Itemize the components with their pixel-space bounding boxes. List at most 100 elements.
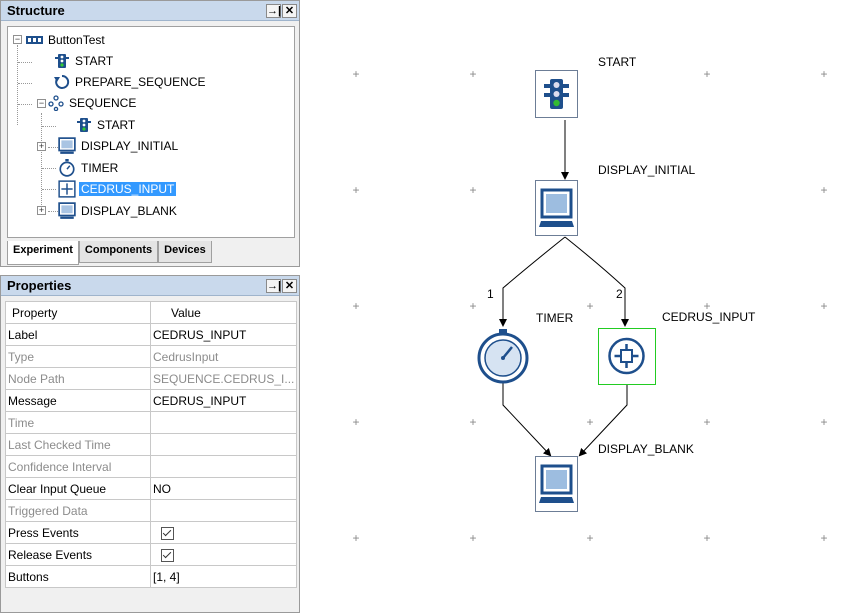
tree-item-label: START [97,118,136,132]
tree-item-sequence[interactable]: SEQUENCE [48,94,138,112]
node-label-display-blank: DISPLAY_BLANK [598,442,694,456]
grid-marker: + [703,67,711,81]
node-display-blank[interactable] [535,456,578,512]
grid-marker: + [703,415,711,429]
tree-item-start[interactable]: START [76,116,137,134]
loop-arrow-icon [54,74,70,89]
node-cedrus-input[interactable] [598,328,656,385]
tree-collapse-toggle[interactable]: − [37,98,46,108]
table-row[interactable]: Message CEDRUS_INPUT [5,389,297,412]
pin-icon[interactable]: →| [266,3,282,18]
tree-item-display-blank[interactable]: DISPLAY_BLANK [58,202,179,220]
property-time: Time [5,411,151,434]
tree-item-display-initial[interactable]: DISPLAY_INITIAL [58,137,180,155]
traffic-light-icon [544,79,569,109]
tree-item-cedrus-input[interactable]: CEDRUS_INPUT [58,180,177,198]
node-timer[interactable] [472,328,534,384]
sequence-icon [48,95,64,111]
grid-marker: + [352,299,360,313]
tree-collapse-toggle[interactable]: − [13,34,22,44]
property-type: Type [5,345,151,368]
tab-experiment[interactable]: Experiment [7,241,79,265]
tree-item-start[interactable]: START [54,52,115,70]
grid-marker: + [352,67,360,81]
pin-icon[interactable]: →| [266,278,282,293]
property-press-events: Press Events [5,521,151,544]
column-header-value[interactable]: Value [150,301,297,324]
property-value [150,499,297,522]
property-value[interactable]: NO [150,477,297,500]
node-label-start: START [598,55,637,69]
traffic-light-icon [55,54,69,68]
properties-panel: Properties →| ✕ Property Value Label CED… [0,275,300,613]
table-row[interactable]: Release Events [5,543,297,566]
property-value [150,411,297,434]
property-buttons: Buttons [5,565,151,588]
display-icon [539,464,574,503]
table-row: Triggered Data [5,499,297,522]
properties-panel-header: Properties →| ✕ [1,276,299,296]
cedrus-input-icon [608,337,645,375]
experiment-tree[interactable]: − − + + ButtonTest START PREPARE_SEQUEN [7,26,295,238]
table-row[interactable]: Press Events [5,521,297,544]
grid-marker: + [820,67,828,81]
table-row[interactable]: Buttons [1, 4] [5,565,297,588]
grid-marker: + [352,183,360,197]
structure-panel-header: Structure →| ✕ [1,1,299,21]
grid-marker: + [586,299,594,313]
tree-expand-toggle[interactable]: + [37,141,46,151]
node-start[interactable] [535,70,578,118]
table-row: Node Path SEQUENCE.CEDRUS_I... [5,367,297,390]
tree-item-buttontest[interactable]: ButtonTest [25,31,107,49]
property-triggered-data: Triggered Data [5,499,151,522]
tree-item-timer[interactable]: TIMER [58,159,120,177]
grid-marker: + [469,531,477,545]
table-row[interactable]: Label CEDRUS_INPUT [5,323,297,346]
tree-item-label: DISPLAY_BLANK [81,204,177,218]
display-icon [539,188,574,227]
press-events-checkbox[interactable] [161,526,174,540]
connector-display-initial-to-cedrus-input [564,236,629,327]
tree-item-prepare-sequence[interactable]: PREPARE_SEQUENCE [54,73,207,91]
node-label-timer: TIMER [536,311,574,325]
properties-panel-title: Properties [7,278,72,293]
tab-components[interactable]: Components [78,241,159,263]
properties-table: Property Value Label CEDRUS_INPUT Type C… [5,301,297,588]
experiment-icon [26,36,43,44]
connector-display-initial-to-timer [499,236,566,327]
traffic-light-icon [77,118,91,132]
property-value: SEQUENCE.CEDRUS_I... [150,367,297,390]
tab-devices[interactable]: Devices [158,241,212,263]
grid-marker: + [352,415,360,429]
grid-marker: + [703,299,711,313]
branch-label-2: 2 [616,287,623,301]
grid-marker: + [469,415,477,429]
grid-marker: + [820,415,828,429]
release-events-checkbox[interactable] [161,548,174,562]
tree-item-label: PREPARE_SEQUENCE [75,75,206,89]
structure-panel-title: Structure [7,3,65,18]
property-value[interactable]: CEDRUS_INPUT [150,323,297,346]
branch-label-1: 1 [487,287,494,301]
display-icon [58,202,76,219]
property-node-path: Node Path [5,367,151,390]
property-value[interactable]: CEDRUS_INPUT [150,389,297,412]
tree-expand-toggle[interactable]: + [37,205,46,215]
grid-marker: + [820,183,828,197]
connector-cedrus-input-to-display-blank [578,384,628,457]
property-value: CedrusInput [150,345,297,368]
property-release-events: Release Events [5,543,151,566]
table-row: Last Checked Time [5,433,297,456]
property-value [150,543,297,566]
table-row[interactable]: Clear Input Queue NO [5,477,297,500]
column-header-property[interactable]: Property [5,301,151,324]
close-icon[interactable]: ✕ [282,3,297,18]
node-label-display-initial: DISPLAY_INITIAL [598,163,696,177]
flow-diagram-canvas[interactable]: + + + + + + + + + + + + + + + + + + + + … [300,0,865,613]
node-display-initial[interactable] [535,180,578,236]
close-icon[interactable]: ✕ [282,278,297,293]
property-value[interactable]: [1, 4] [150,565,297,588]
property-label: Label [5,323,151,346]
node-label-cedrus-input: CEDRUS_INPUT [662,310,756,324]
property-confidence-interval: Confidence Interval [5,455,151,478]
